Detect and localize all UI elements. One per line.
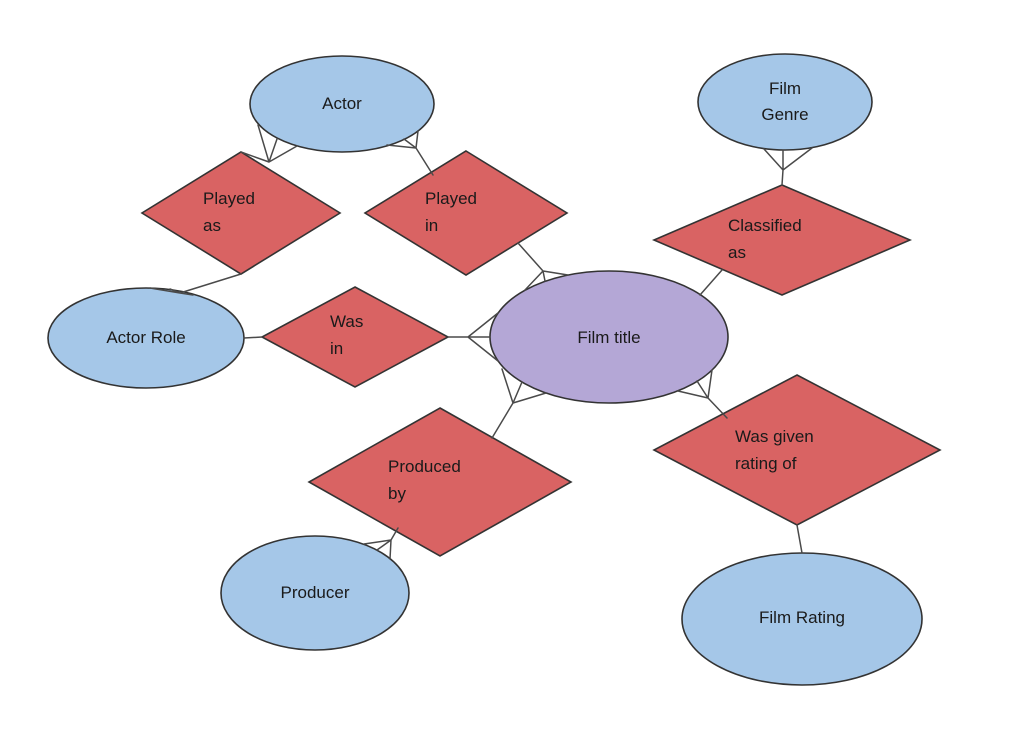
label-was-in: Was in xyxy=(330,312,364,358)
relationship-played-in[interactable] xyxy=(363,150,569,276)
relationship-produced-by[interactable] xyxy=(307,407,573,557)
connector-produced-by-producer[interactable] xyxy=(363,527,399,560)
connector-was-in-film-title[interactable] xyxy=(447,312,499,362)
label-film-title: Film title xyxy=(577,328,641,347)
label-producer: Producer xyxy=(280,583,350,602)
connector-classified-as-film-title[interactable] xyxy=(699,269,723,296)
entity-producer[interactable] xyxy=(220,535,410,651)
label-film-genre: Film Genre xyxy=(761,79,809,124)
connector-was-given-rating-of-film-rating[interactable] xyxy=(796,524,803,554)
entity-film-genre[interactable] xyxy=(697,53,873,151)
connector-actor-played-as[interactable] xyxy=(240,124,298,163)
label-was-given-rating-of: Was given rating of xyxy=(735,427,814,473)
label-played-in: Played in xyxy=(425,189,477,235)
connector-played-in-film-title[interactable] xyxy=(517,242,569,291)
label-film-rating: Film Rating xyxy=(759,608,845,627)
relationship-was-in[interactable] xyxy=(260,286,450,388)
label-played-as: Played as xyxy=(203,189,255,235)
connector-actor-role-was-in[interactable] xyxy=(243,336,263,339)
relationship-classified-as[interactable] xyxy=(651,184,913,296)
connector-actor-played-in[interactable] xyxy=(386,130,434,176)
connector-film-title-produced-by[interactable] xyxy=(491,368,547,439)
connector-film-genre-classified-as[interactable] xyxy=(763,147,813,186)
label-classified-as: Classified as xyxy=(728,216,802,262)
label-actor-role: Actor Role xyxy=(106,328,186,347)
connector-played-as-actor-role[interactable] xyxy=(149,273,242,296)
entity-actor[interactable] xyxy=(249,55,435,153)
connector-film-title-was-given-rating-of[interactable] xyxy=(677,369,728,419)
label-produced-by: Produced by xyxy=(388,457,461,503)
label-actor: Actor xyxy=(322,94,362,113)
